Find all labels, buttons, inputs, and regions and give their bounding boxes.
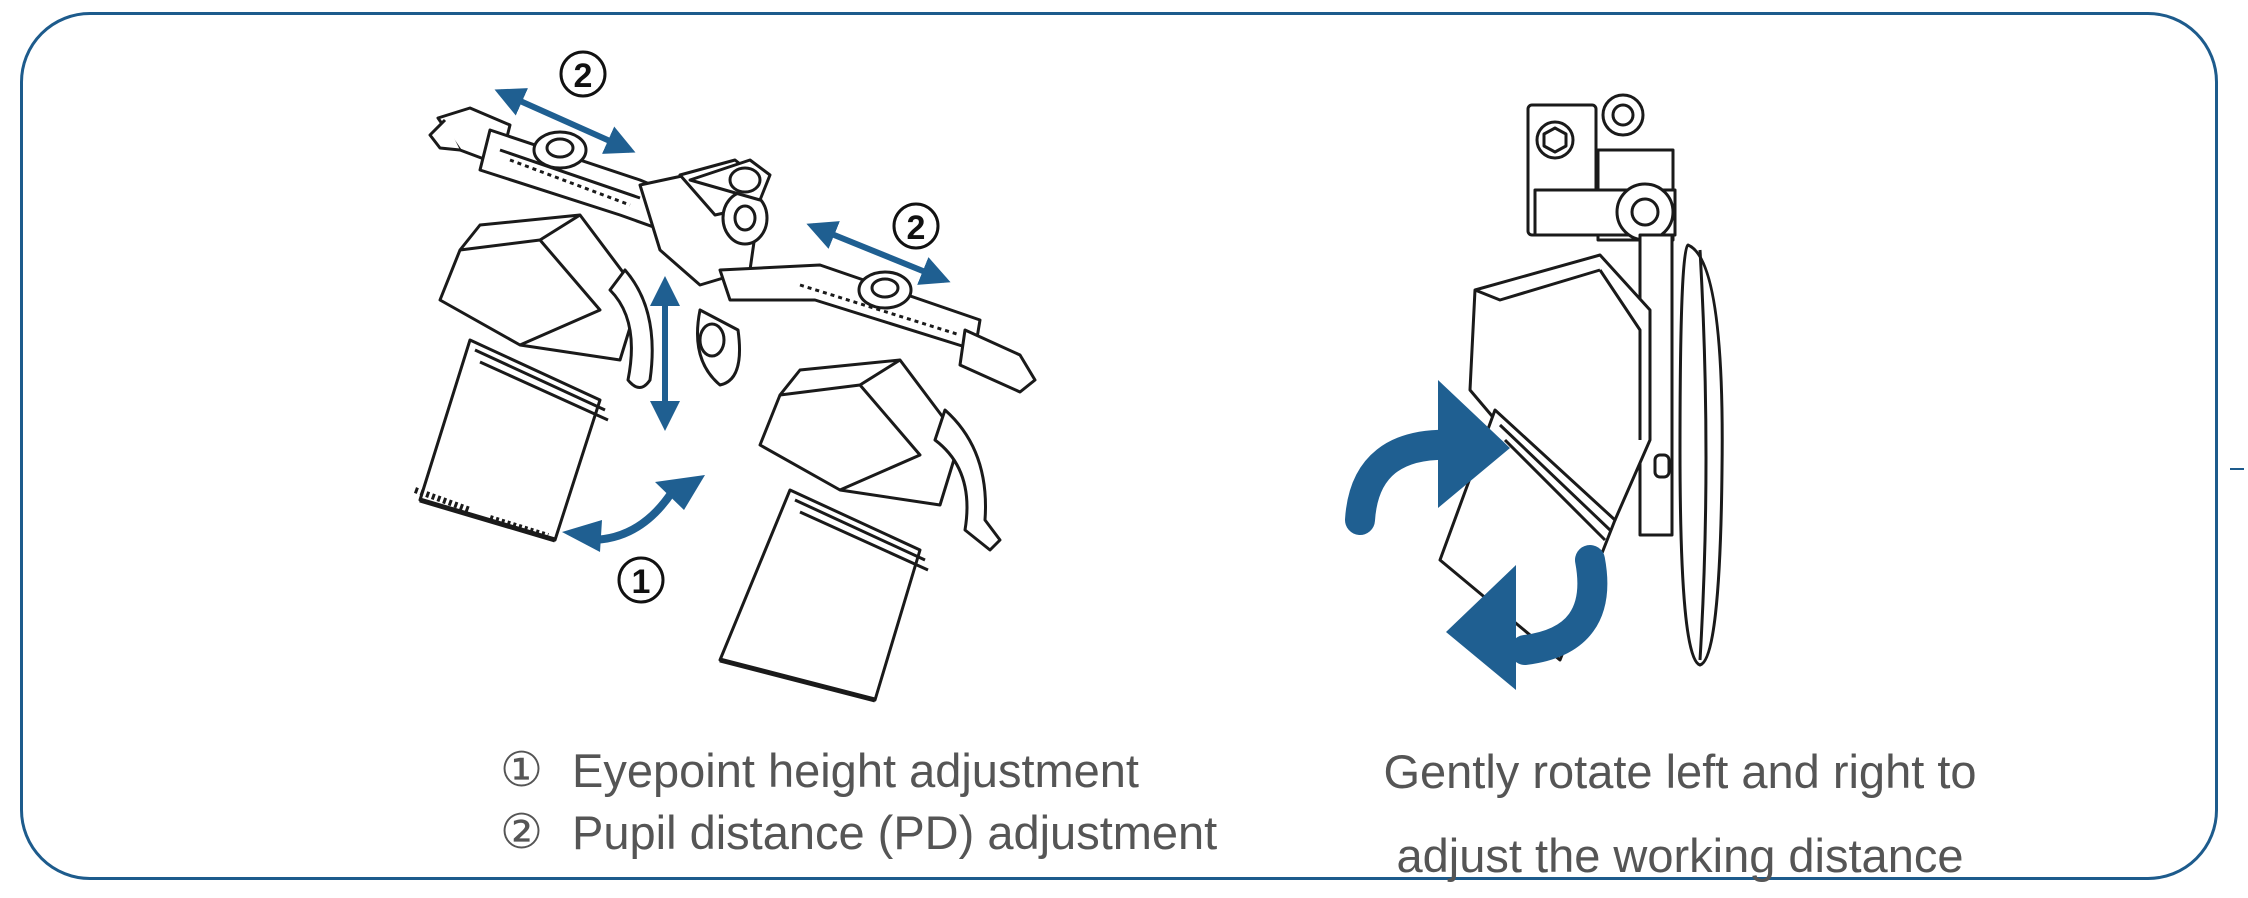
rotation-instruction-line-1: Gently rotate left and right to xyxy=(1383,745,1977,798)
legend-number-one: ① xyxy=(500,744,544,797)
legend-item-pupil-distance: ② Pupil distance (PD) adjustment xyxy=(500,802,1217,864)
loupe-glasses-drawing xyxy=(413,106,1037,703)
eyepoint-curved-arrow xyxy=(562,475,705,552)
legend-number-two: ② xyxy=(500,806,544,859)
marker-two-top: 2 xyxy=(559,50,607,98)
marker-one: 1 xyxy=(617,556,665,604)
rotate-up-arrow xyxy=(1345,380,1510,535)
marker-one-label: 1 xyxy=(632,563,651,601)
rotation-instruction: Gently rotate left and right to adjust t… xyxy=(1280,730,2080,898)
legend-text-pupil-distance: Pupil distance (PD) adjustment xyxy=(572,806,1218,859)
marker-two-right-label: 2 xyxy=(907,209,926,247)
frame-edge-tick xyxy=(2230,468,2244,470)
marker-two-top-label: 2 xyxy=(574,57,593,95)
adjustment-legend: ① Eyepoint height adjustment ② Pupil dis… xyxy=(500,740,1217,864)
legend-item-eyepoint: ① Eyepoint height adjustment xyxy=(500,740,1217,802)
legend-text-eyepoint: Eyepoint height adjustment xyxy=(572,744,1139,797)
marker-two-right: 2 xyxy=(892,202,940,250)
loupe-side-view-drawing xyxy=(1438,93,1724,667)
rotate-down-arrow xyxy=(1446,545,1608,690)
rotation-instruction-line-2: adjust the working distance xyxy=(1396,829,1964,882)
pd-arrow-left xyxy=(494,88,636,154)
panel-frame xyxy=(20,12,2218,880)
pd-arrow-right xyxy=(806,221,951,285)
